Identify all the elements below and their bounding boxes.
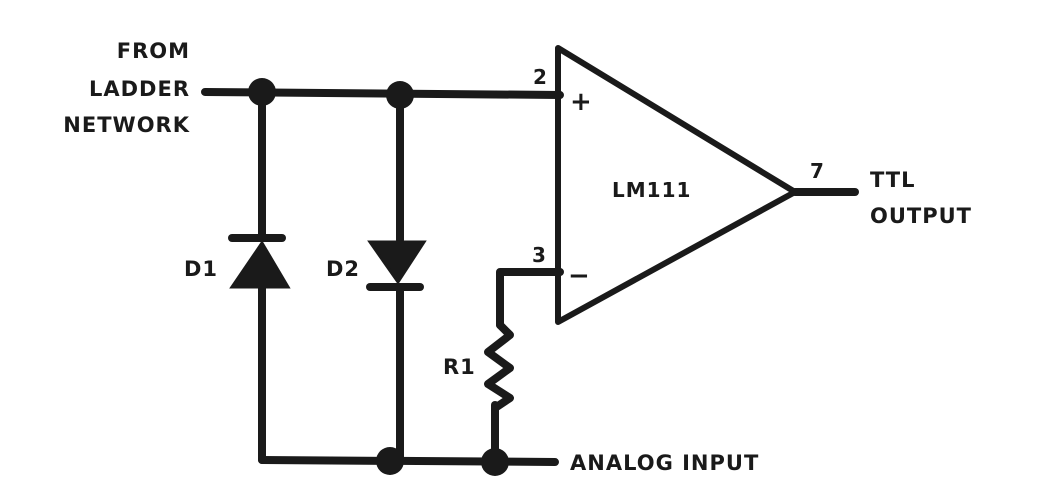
pin-2-label: 2 <box>533 65 547 89</box>
label-ttl-output-line1: TTL <box>870 168 916 192</box>
junction-bottom-d2 <box>376 447 404 475</box>
comparator-triangle <box>555 45 798 325</box>
junction-top-left <box>248 78 276 106</box>
label-r1: R1 <box>443 355 476 379</box>
comparator-name: LM111 <box>612 178 691 202</box>
diode-d2 <box>366 240 427 291</box>
diode-d1-triangle <box>229 240 291 289</box>
sign-inverting: − <box>568 261 590 291</box>
junction-top-right <box>386 81 414 109</box>
label-from-ladder-line2: LADDER <box>89 77 190 101</box>
label-ttl-output-line2: OUTPUT <box>870 204 972 228</box>
diode-d1 <box>228 234 291 289</box>
wire-bottom-bus <box>258 456 559 466</box>
resistor-r1 <box>484 321 514 412</box>
label-analog-input: ANALOG INPUT <box>570 451 759 475</box>
junction-bottom-r1 <box>481 448 509 476</box>
wire-inverting-input <box>496 268 564 329</box>
sign-noninverting: + <box>570 87 592 117</box>
label-d2: D2 <box>326 257 360 281</box>
label-from-ladder-line3: NETWORK <box>63 113 190 137</box>
pin-7-label: 7 <box>810 159 824 183</box>
label-from-ladder-line1: FROM <box>117 39 190 63</box>
label-d1: D1 <box>184 257 218 281</box>
diode-d2-triangle <box>367 240 427 285</box>
pin-3-label: 3 <box>532 243 546 267</box>
